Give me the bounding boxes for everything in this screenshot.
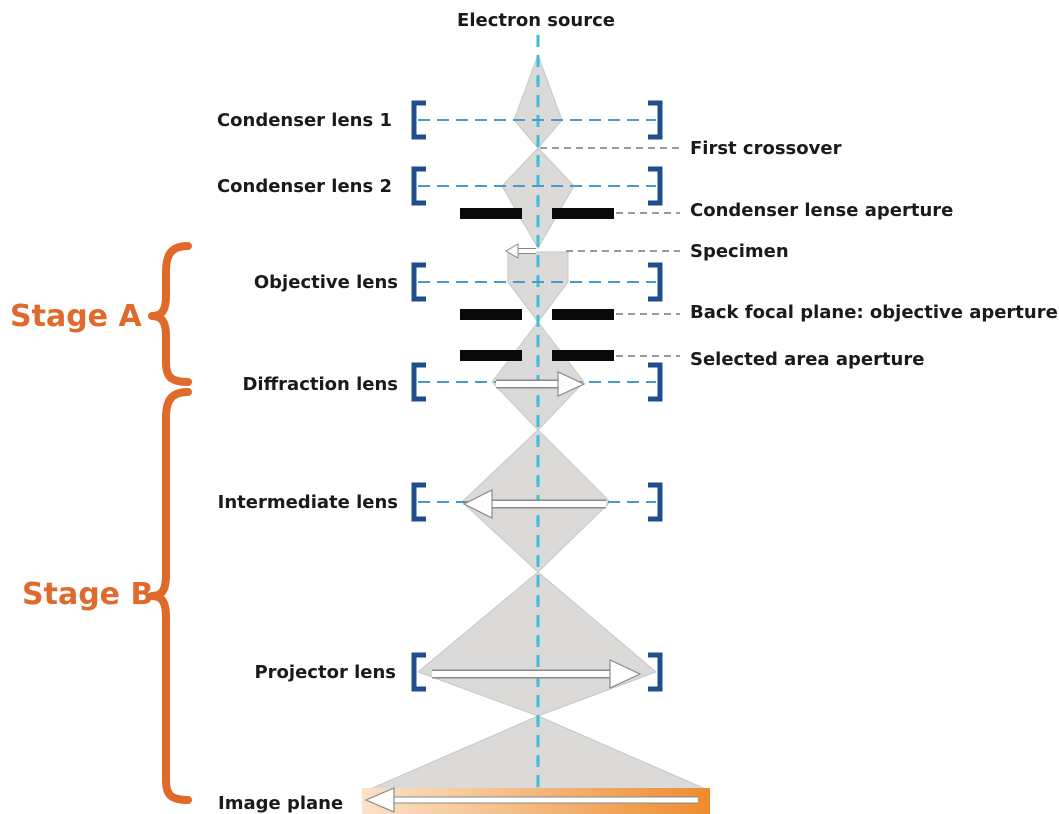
condenser-aperture-right <box>552 208 614 219</box>
bracket-left-condenser-1 <box>411 100 426 140</box>
specimen-arrow <box>505 243 536 259</box>
image-arrows <box>364 243 698 813</box>
stage-braces <box>148 242 192 804</box>
specimen-label: Specimen <box>690 241 789 262</box>
apertures <box>460 208 614 361</box>
bracket-left-intermediate <box>411 482 426 522</box>
bracket-right-condenser-1 <box>648 100 663 140</box>
objective-aperture-left <box>460 309 522 320</box>
diffraction-arrow <box>496 371 586 397</box>
intermediate-arrow <box>462 489 606 519</box>
intermediate-lens-label: Intermediate lens <box>218 492 398 513</box>
bracket-left-diffraction <box>411 362 426 402</box>
stage-a-label: Stage A <box>10 299 142 334</box>
bracket-right-projector <box>648 652 663 692</box>
image-plane-arrow <box>364 787 698 813</box>
selected-area-aperture-left <box>460 350 522 361</box>
electron-source-label: Electron source <box>457 10 615 31</box>
objective-aperture-right <box>552 309 614 320</box>
bracket-right-diffraction <box>648 362 663 402</box>
projector-arrow <box>432 659 642 689</box>
objective-lens-label: Objective lens <box>254 272 398 293</box>
stage-b-label: Stage B <box>22 577 153 612</box>
stage-a-brace <box>148 242 192 386</box>
image-plane-label: Image plane <box>218 793 343 814</box>
bracket-left-objective <box>411 262 426 302</box>
lens-brackets <box>411 100 663 692</box>
condenser-lens-2-label: Condenser lens 2 <box>217 176 392 197</box>
diffraction-lens-label: Diffraction lens <box>242 374 398 395</box>
first-crossover-label: First crossover <box>690 138 842 159</box>
selected-area-aperture-right <box>552 350 614 361</box>
back-focal-plane-label: Back focal plane: objective aperture <box>690 302 1058 323</box>
bracket-left-condenser-2 <box>411 166 426 206</box>
condenser-aperture-label: Condenser lense aperture <box>690 200 953 221</box>
selected-area-aperture-label: Selected area aperture <box>690 349 924 370</box>
bracket-right-condenser-2 <box>648 166 663 206</box>
condenser-aperture-left <box>460 208 522 219</box>
callout-leaders <box>540 147 680 357</box>
stage-b-brace <box>148 388 192 804</box>
projector-lens-label: Projector lens <box>254 662 396 683</box>
bracket-right-intermediate <box>648 482 663 522</box>
condenser-lens-1-label: Condenser lens 1 <box>217 110 392 131</box>
bracket-right-objective <box>648 262 663 302</box>
bracket-left-projector <box>411 652 426 692</box>
